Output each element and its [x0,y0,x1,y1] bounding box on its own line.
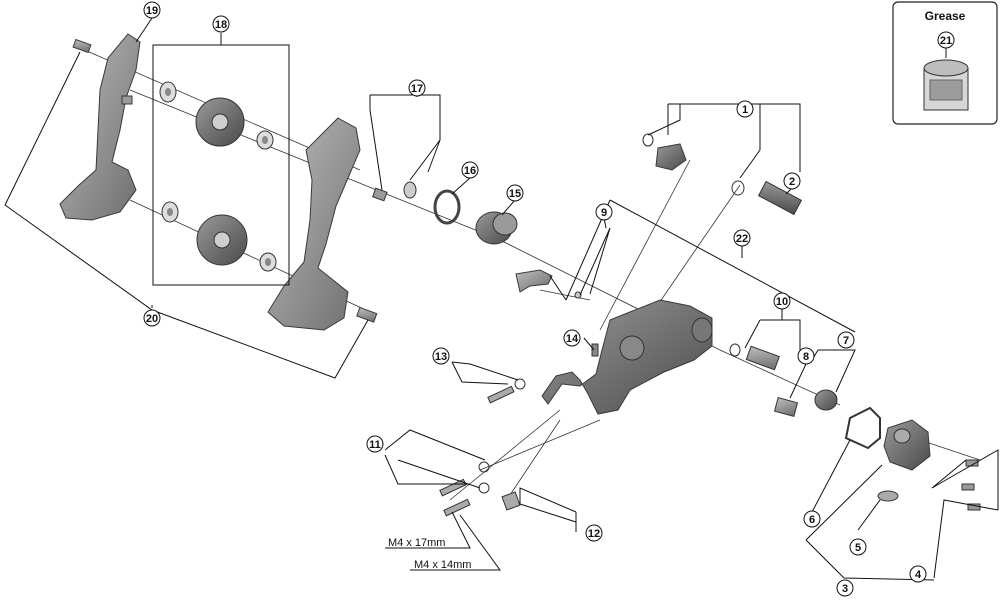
grease-tub [923,59,969,111]
stopper-ring [433,189,461,225]
callout-17: 17 [408,79,426,97]
cage-bolt-bottom [356,306,378,323]
callout-13: 13 [432,347,450,365]
callout-number: 6 [809,514,815,526]
inner-cage-plate [267,117,361,331]
callout-11: 11 [366,435,384,453]
callout-number: 9 [601,207,607,219]
callout-19: 19 [143,1,161,19]
callout-1: 1 [736,100,754,118]
callout-number: 2 [789,176,795,188]
upper-pulley-set [159,81,274,150]
seal-ring [844,406,881,450]
callout-22: 22 [733,229,751,247]
bolt-12 [501,491,521,511]
callout-circle [563,329,581,347]
callout-7: 7 [837,331,855,349]
callout-8: 8 [797,347,815,365]
callout-6: 6 [803,510,821,528]
callout-3: 3 [836,579,854,597]
callout-circle [909,565,927,583]
clutch-unit [883,419,931,471]
spring-14 [591,343,599,357]
callout-number: 17 [411,83,423,95]
cage-pivot-bushing [372,181,417,202]
callout-number: 10 [776,296,788,308]
callout-number: 8 [803,351,809,363]
callout-12: 12 [585,524,603,542]
cage-bolt-top [72,38,92,54]
callout-circle [143,1,161,19]
callout-number: 18 [215,19,227,31]
callout-circle [803,510,821,528]
callout-number: 15 [509,188,521,200]
callout-circle [733,229,751,247]
bolt-size-label-17mm: M4 x 17mm [388,537,445,549]
callout-number: 14 [566,333,579,345]
cover-screws [961,459,981,511]
callout-circle [506,184,524,202]
callout-circle [212,15,230,33]
callout-circle [837,331,855,349]
callout-9: 9 [595,203,613,221]
callout-circle [736,100,754,118]
leader-lines [4,17,999,581]
callout-circle [585,524,603,542]
clutch-lever [877,490,899,502]
lower-pulley-set [161,201,277,272]
callout-circle [461,161,479,179]
callout-circle [836,579,854,597]
callout-14: 14 [563,329,581,347]
callout-number: 19 [146,5,158,17]
callout-number: 5 [855,542,861,554]
callout-circle [366,435,384,453]
fixing-axle [729,343,780,371]
callout-circle [773,292,791,310]
callout-circle [408,79,426,97]
callout-number: 22 [736,233,748,245]
callout-18: 18 [212,15,230,33]
callout-number: 16 [464,165,476,177]
callout-circle [797,347,815,365]
callout-circle [432,347,450,365]
callout-21: 21 [940,35,952,47]
callout-15: 15 [506,184,524,202]
bolt-size-labels: M4 x 17mm M4 x 14mm [388,537,471,571]
callout-16: 16 [461,161,479,179]
callout-number: 7 [843,335,849,347]
callout-number: 4 [915,569,922,581]
callout-10: 10 [773,292,791,310]
callout-circle [849,538,867,556]
callout-number: 13 [435,351,447,363]
axle-bracket [515,269,553,293]
callout-number: 3 [842,583,848,595]
callout-number: 11 [369,439,381,451]
callout-circle [595,203,613,221]
callout-number: 20 [146,313,158,325]
callout-20: 20 [143,309,161,327]
bolt-13 [487,378,526,404]
callout-2: 2 [783,172,801,190]
callout-5: 5 [849,538,867,556]
outer-cage-plate [59,33,141,221]
callout-number: 12 [588,528,600,540]
cage-tab [121,95,133,105]
grease-box: Grease 21 [892,1,998,125]
b-tension-unit [773,389,838,417]
grease-title: Grease [925,9,966,23]
callout-circle [143,309,161,327]
parts-illustration [59,33,981,517]
callout-4: 4 [909,565,927,583]
bolts-11 [439,461,490,517]
callout-number: 1 [742,104,748,116]
pivot-bolt-group [642,133,803,216]
bolt-size-label-14mm: M4 x 14mm [414,559,471,571]
tension-spring [475,211,518,245]
callout-circle [783,172,801,190]
